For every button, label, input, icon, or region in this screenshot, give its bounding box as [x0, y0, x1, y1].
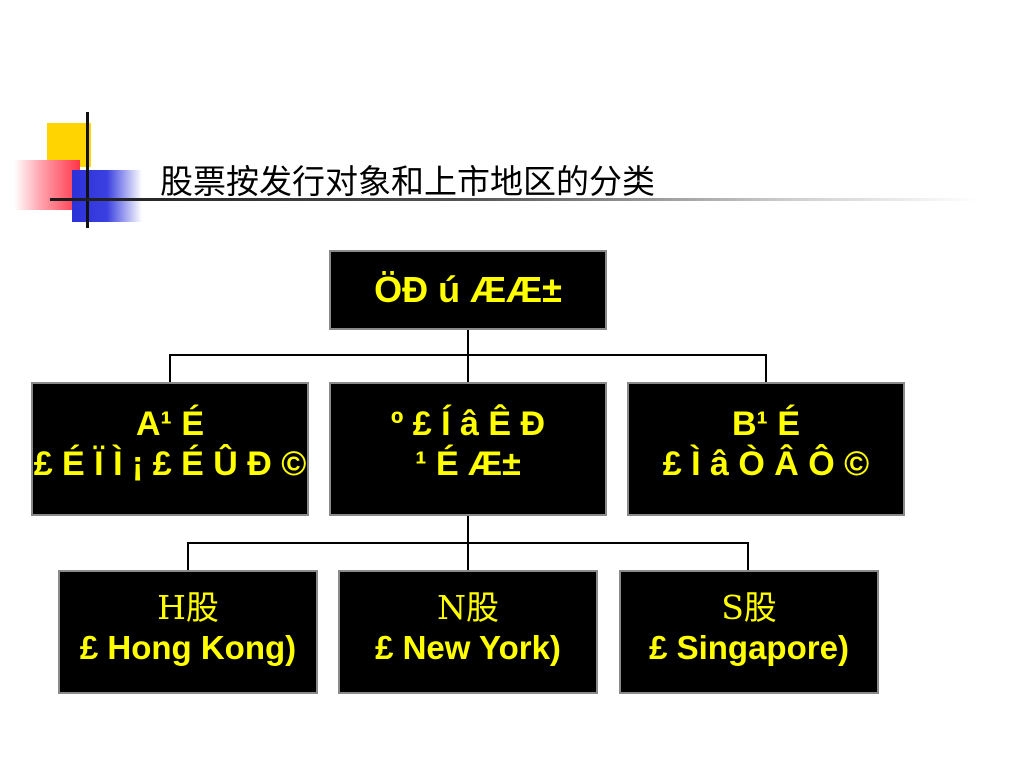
node-h-share-line2: £ Hong Kong)	[79, 629, 297, 666]
connector-to-a	[169, 354, 171, 382]
connector-to-s	[747, 542, 749, 570]
node-root-label: ÖÐ ú ÆÆ±	[374, 269, 562, 310]
connector-to-n	[467, 542, 469, 570]
node-b-share: B¹ É £ Ì â Ò Â Ô ©	[627, 382, 905, 516]
node-a-share-line2: £ É Ï Ì ¡ £ É Û Ð ©	[33, 445, 307, 483]
node-root: ÖÐ ú ÆÆ±	[329, 250, 607, 330]
title-underline	[50, 198, 980, 201]
node-b-share-line2: £ Ì â Ò Â Ô ©	[662, 445, 870, 483]
node-h-share-line1: H股	[157, 588, 219, 627]
connector-root-down	[467, 330, 469, 355]
slide-title: 股票按发行对象和上市地区的分类	[160, 162, 655, 201]
node-overseas-line1: º £ Í â Ê Ð	[390, 405, 546, 443]
node-n-share-line1: N股	[437, 588, 499, 627]
node-a-share-line1: A¹ É	[136, 405, 204, 443]
node-h-share: H股 £ Hong Kong)	[58, 570, 318, 694]
decor-blue-gradient	[72, 170, 142, 222]
node-s-share: S股 £ Singapore)	[619, 570, 879, 694]
decor-red-gradient	[14, 160, 80, 210]
decor-yellow-square	[47, 123, 91, 167]
node-n-share-line2: £ New York)	[375, 629, 561, 666]
node-a-share: A¹ É £ É Ï Ì ¡ £ É Û Ð ©	[31, 382, 309, 516]
node-b-share-line1: B¹ É	[732, 405, 800, 443]
connector-to-h	[187, 542, 189, 570]
node-s-share-line2: £ Singapore)	[649, 629, 849, 666]
node-overseas-line2: ¹ É Æ±	[415, 445, 521, 483]
decor-vertical-line	[86, 112, 89, 228]
connector-mid-down	[467, 516, 469, 543]
node-overseas: º £ Í â Ê Ð ¹ É Æ±	[329, 382, 607, 516]
connector-to-mid	[467, 354, 469, 382]
node-s-share-line1: S股	[721, 588, 777, 627]
connector-to-b	[765, 354, 767, 382]
node-n-share: N股 £ New York)	[338, 570, 598, 694]
